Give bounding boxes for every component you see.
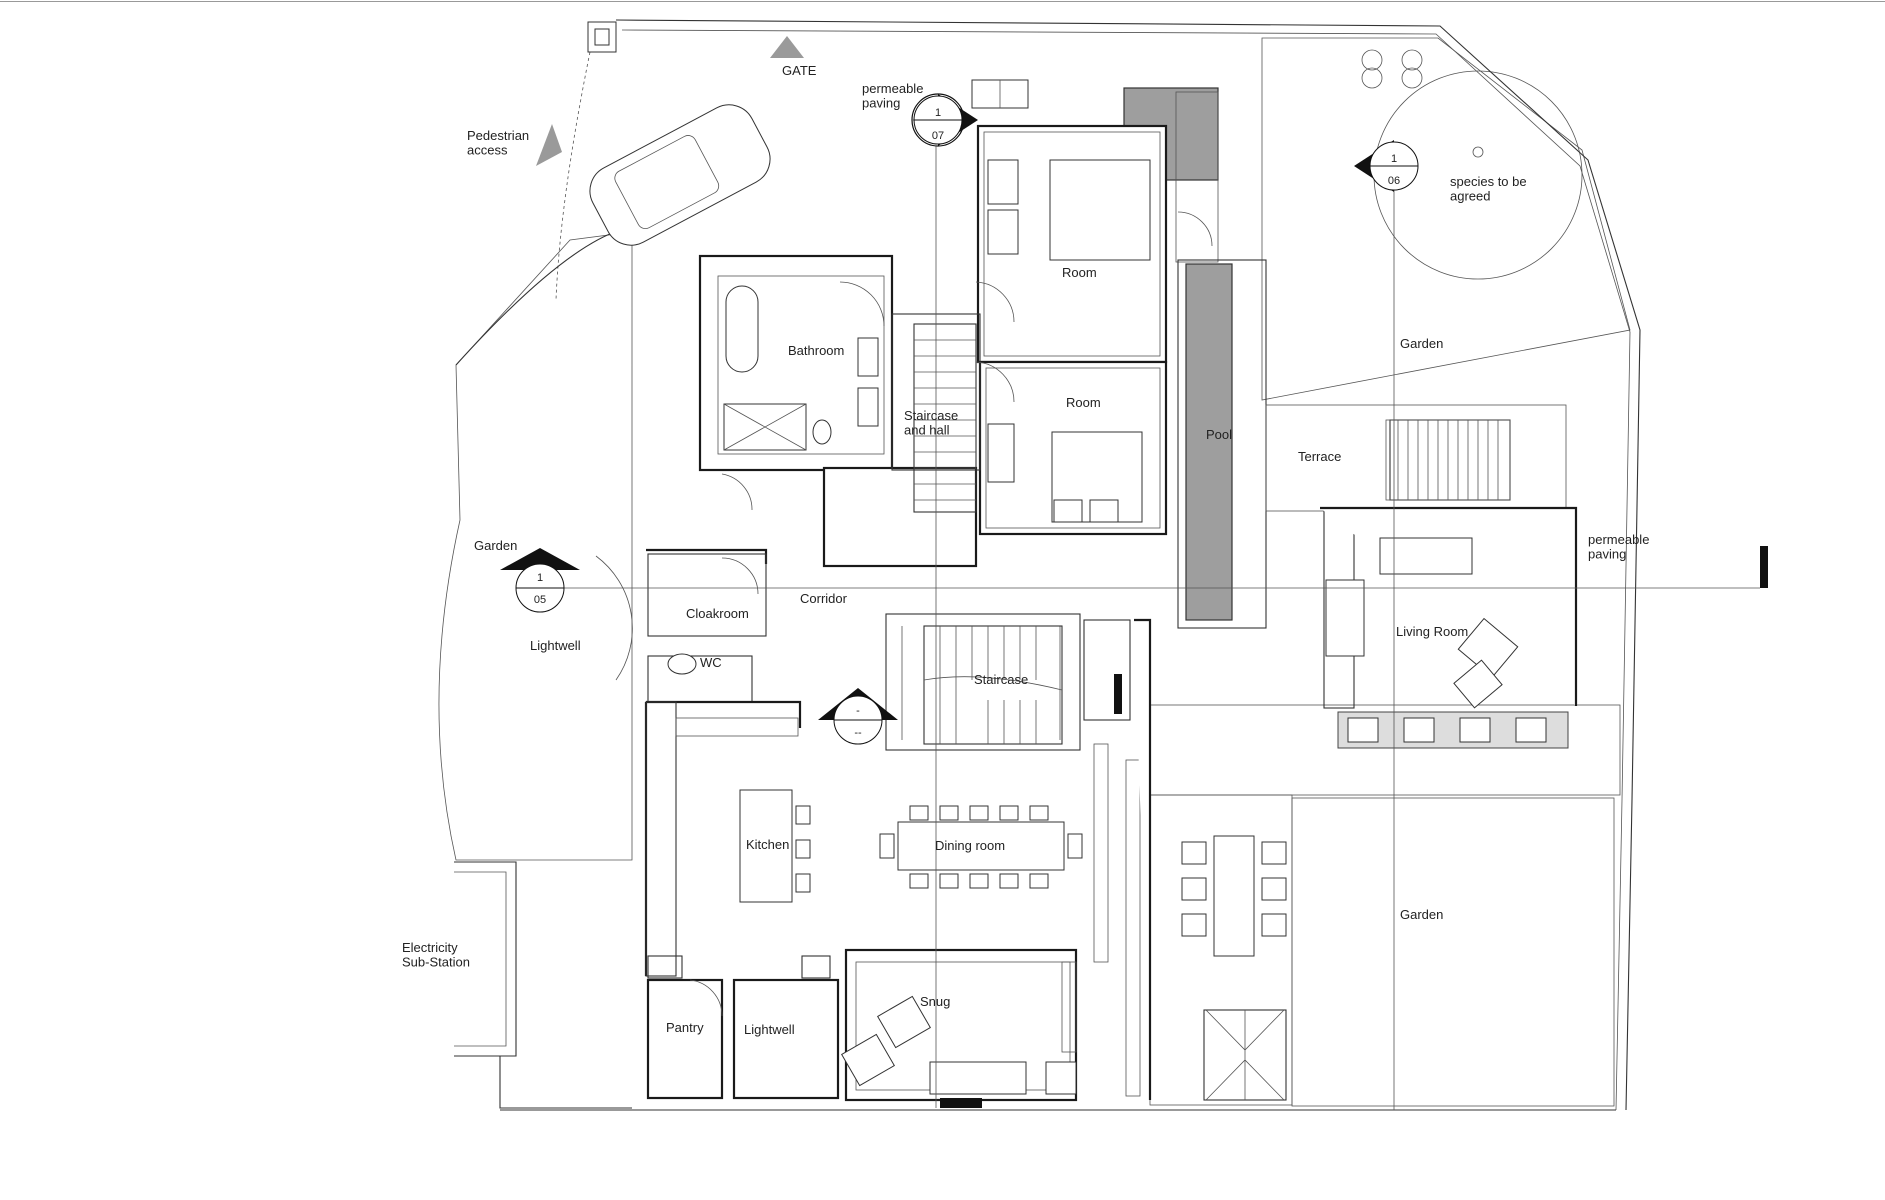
label-kitchen: Kitchen <box>746 837 789 852</box>
section-06-sheet: 06 <box>1388 175 1400 187</box>
label-cloakroom: Cloakroom <box>686 606 749 621</box>
site-boundary <box>455 19 1641 1111</box>
label-dining-room: Dining room <box>935 838 1005 853</box>
label-living-room: Living Room <box>1396 624 1468 639</box>
furniture <box>589 49 1569 1095</box>
section-marker-07: 1 07 <box>911 93 978 147</box>
label-room-lower: Room <box>1066 395 1101 410</box>
label-garden-west: Garden <box>474 538 517 553</box>
sofa <box>1379 537 1473 575</box>
toilet-wc <box>667 653 697 675</box>
section-stair-num: - <box>856 705 860 717</box>
section-marker-05: 1 05 <box>500 548 580 613</box>
section-07-sheet: 07 <box>932 130 944 142</box>
gate-arrow <box>770 36 804 58</box>
electricity-substation <box>454 861 632 1109</box>
label-corridor: Corridor <box>800 591 848 606</box>
toilet-upper <box>812 419 832 445</box>
label-garden-se: Garden <box>1400 907 1443 922</box>
label-gate: GATE <box>782 63 817 78</box>
label-room-upper: Room <box>1062 265 1097 280</box>
label-wc: WC <box>700 655 722 670</box>
label-pantry: Pantry <box>666 1020 704 1035</box>
bathtub <box>725 285 759 373</box>
label-snug: Snug <box>920 994 950 1009</box>
section-07-num: 1 <box>935 107 941 119</box>
snug-sofa <box>929 1061 1027 1095</box>
threshold-marker <box>940 1098 982 1108</box>
dining-table <box>897 821 1065 871</box>
label-bathroom: Bathroom <box>788 343 844 358</box>
stairs <box>913 323 1511 745</box>
pedestrian-arrow <box>536 124 562 166</box>
car <box>589 104 771 246</box>
label-garden-ne: Garden <box>1400 336 1443 351</box>
kitchen-island <box>739 789 793 903</box>
label-pool: Pool <box>1206 427 1232 442</box>
label-staircase: Staircase <box>974 672 1028 687</box>
label-lightwell-south: Lightwell <box>744 1022 795 1037</box>
label-terrace: Terrace <box>1298 449 1341 464</box>
section-marker-06: 1 06 <box>1354 140 1419 192</box>
section-stair-sheet: -- <box>854 727 862 739</box>
section-marker-stair: - -- <box>818 688 898 745</box>
section-05-num: 1 <box>537 572 543 584</box>
label-lightwell-west: Lightwell <box>530 638 581 653</box>
section-06-num: 1 <box>1391 153 1397 165</box>
section-05-sheet: 05 <box>534 594 546 606</box>
section-lines <box>540 130 1760 1110</box>
